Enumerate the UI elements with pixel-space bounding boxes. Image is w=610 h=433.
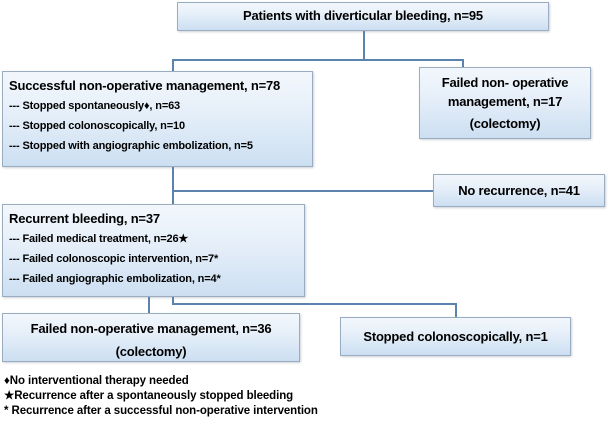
node-successful-heading: Successful non-operative management, n=7… xyxy=(9,78,281,93)
node-no-recurrence[interactable]: No recurrence, n=41 xyxy=(433,174,605,207)
node-failed-initial-line3: (colectomy) xyxy=(469,116,541,131)
connector-root-down xyxy=(363,30,365,61)
footnote-text-2: Recurrence after a successful non-operat… xyxy=(8,404,318,417)
node-stopped-colonoscopically-label: Stopped colonoscopically, n=1 xyxy=(363,329,548,344)
star-icon: ★ xyxy=(4,389,15,402)
connector-to-failed-initial xyxy=(462,59,464,67)
node-recurrent-item-0: --- Failed medical treatment, n=26★ xyxy=(9,233,189,245)
node-no-recurrence-label: No recurrence, n=41 xyxy=(458,183,580,198)
node-successful-item-1: --- Stopped colonoscopically, n=10 xyxy=(9,120,185,132)
node-failed-second-line2: (colectomy) xyxy=(115,344,187,359)
connector-root-split xyxy=(172,59,464,61)
footnote-text-0: No interventional therapy needed xyxy=(9,375,189,387)
connector-recurrent-right-down xyxy=(172,296,174,304)
footnote-text-1: Recurrence after a spontaneously stopped… xyxy=(14,389,294,402)
connector-to-no-recurrence xyxy=(172,190,433,192)
diamond-icon: ♦ xyxy=(4,375,10,387)
node-root-label: Patients with diverticular bleeding, n=9… xyxy=(243,8,483,23)
node-failed-second[interactable]: Failed non-operative management, n=36 (c… xyxy=(2,313,300,362)
node-failed-second-line1: Failed non-operative management, n=36 xyxy=(30,321,272,336)
connector-to-stopped-colonoscopically xyxy=(172,303,457,305)
node-stopped-colonoscopically[interactable]: Stopped colonoscopically, n=1 xyxy=(340,317,571,356)
connector-recurrent-left-down xyxy=(148,296,150,314)
footnote-row-0: ♦No interventional therapy needed xyxy=(4,374,604,389)
footnote-row-1: ★Recurrence after a spontaneously stoppe… xyxy=(4,389,604,404)
node-recurrent-item-1: --- Failed colonoscopic intervention, n=… xyxy=(9,253,219,265)
connector-to-successful xyxy=(172,59,174,72)
node-failed-initial-line1: Failed non- operative xyxy=(441,75,569,90)
node-recurrent-heading: Recurrent bleeding, n=37 xyxy=(9,211,160,226)
node-recurrent-item-2: --- Failed angiographic embolization, n=… xyxy=(9,273,221,285)
node-successful-item-2: --- Stopped with angiographic embolizati… xyxy=(9,140,253,152)
node-root[interactable]: Patients with diverticular bleeding, n=9… xyxy=(177,2,549,31)
node-successful-item-0: --- Stopped spontaneously♦, n=63 xyxy=(9,100,181,112)
node-recurrent[interactable]: Recurrent bleeding, n=37 --- Failed medi… xyxy=(2,204,305,297)
node-failed-initial-line2: management, n=17 xyxy=(447,94,563,109)
connector-successful-down xyxy=(172,167,174,207)
footnote-row-2: * Recurrence after a successful non-oper… xyxy=(4,404,604,419)
footnotes: ♦No interventional therapy needed ★Recur… xyxy=(4,374,604,419)
asterisk-icon: * xyxy=(4,404,9,417)
node-failed-initial[interactable]: Failed non- operative management, n=17 (… xyxy=(419,67,591,139)
node-successful[interactable]: Successful non-operative management, n=7… xyxy=(2,71,313,167)
connector-stopped-colonoscopically-down xyxy=(455,303,457,317)
